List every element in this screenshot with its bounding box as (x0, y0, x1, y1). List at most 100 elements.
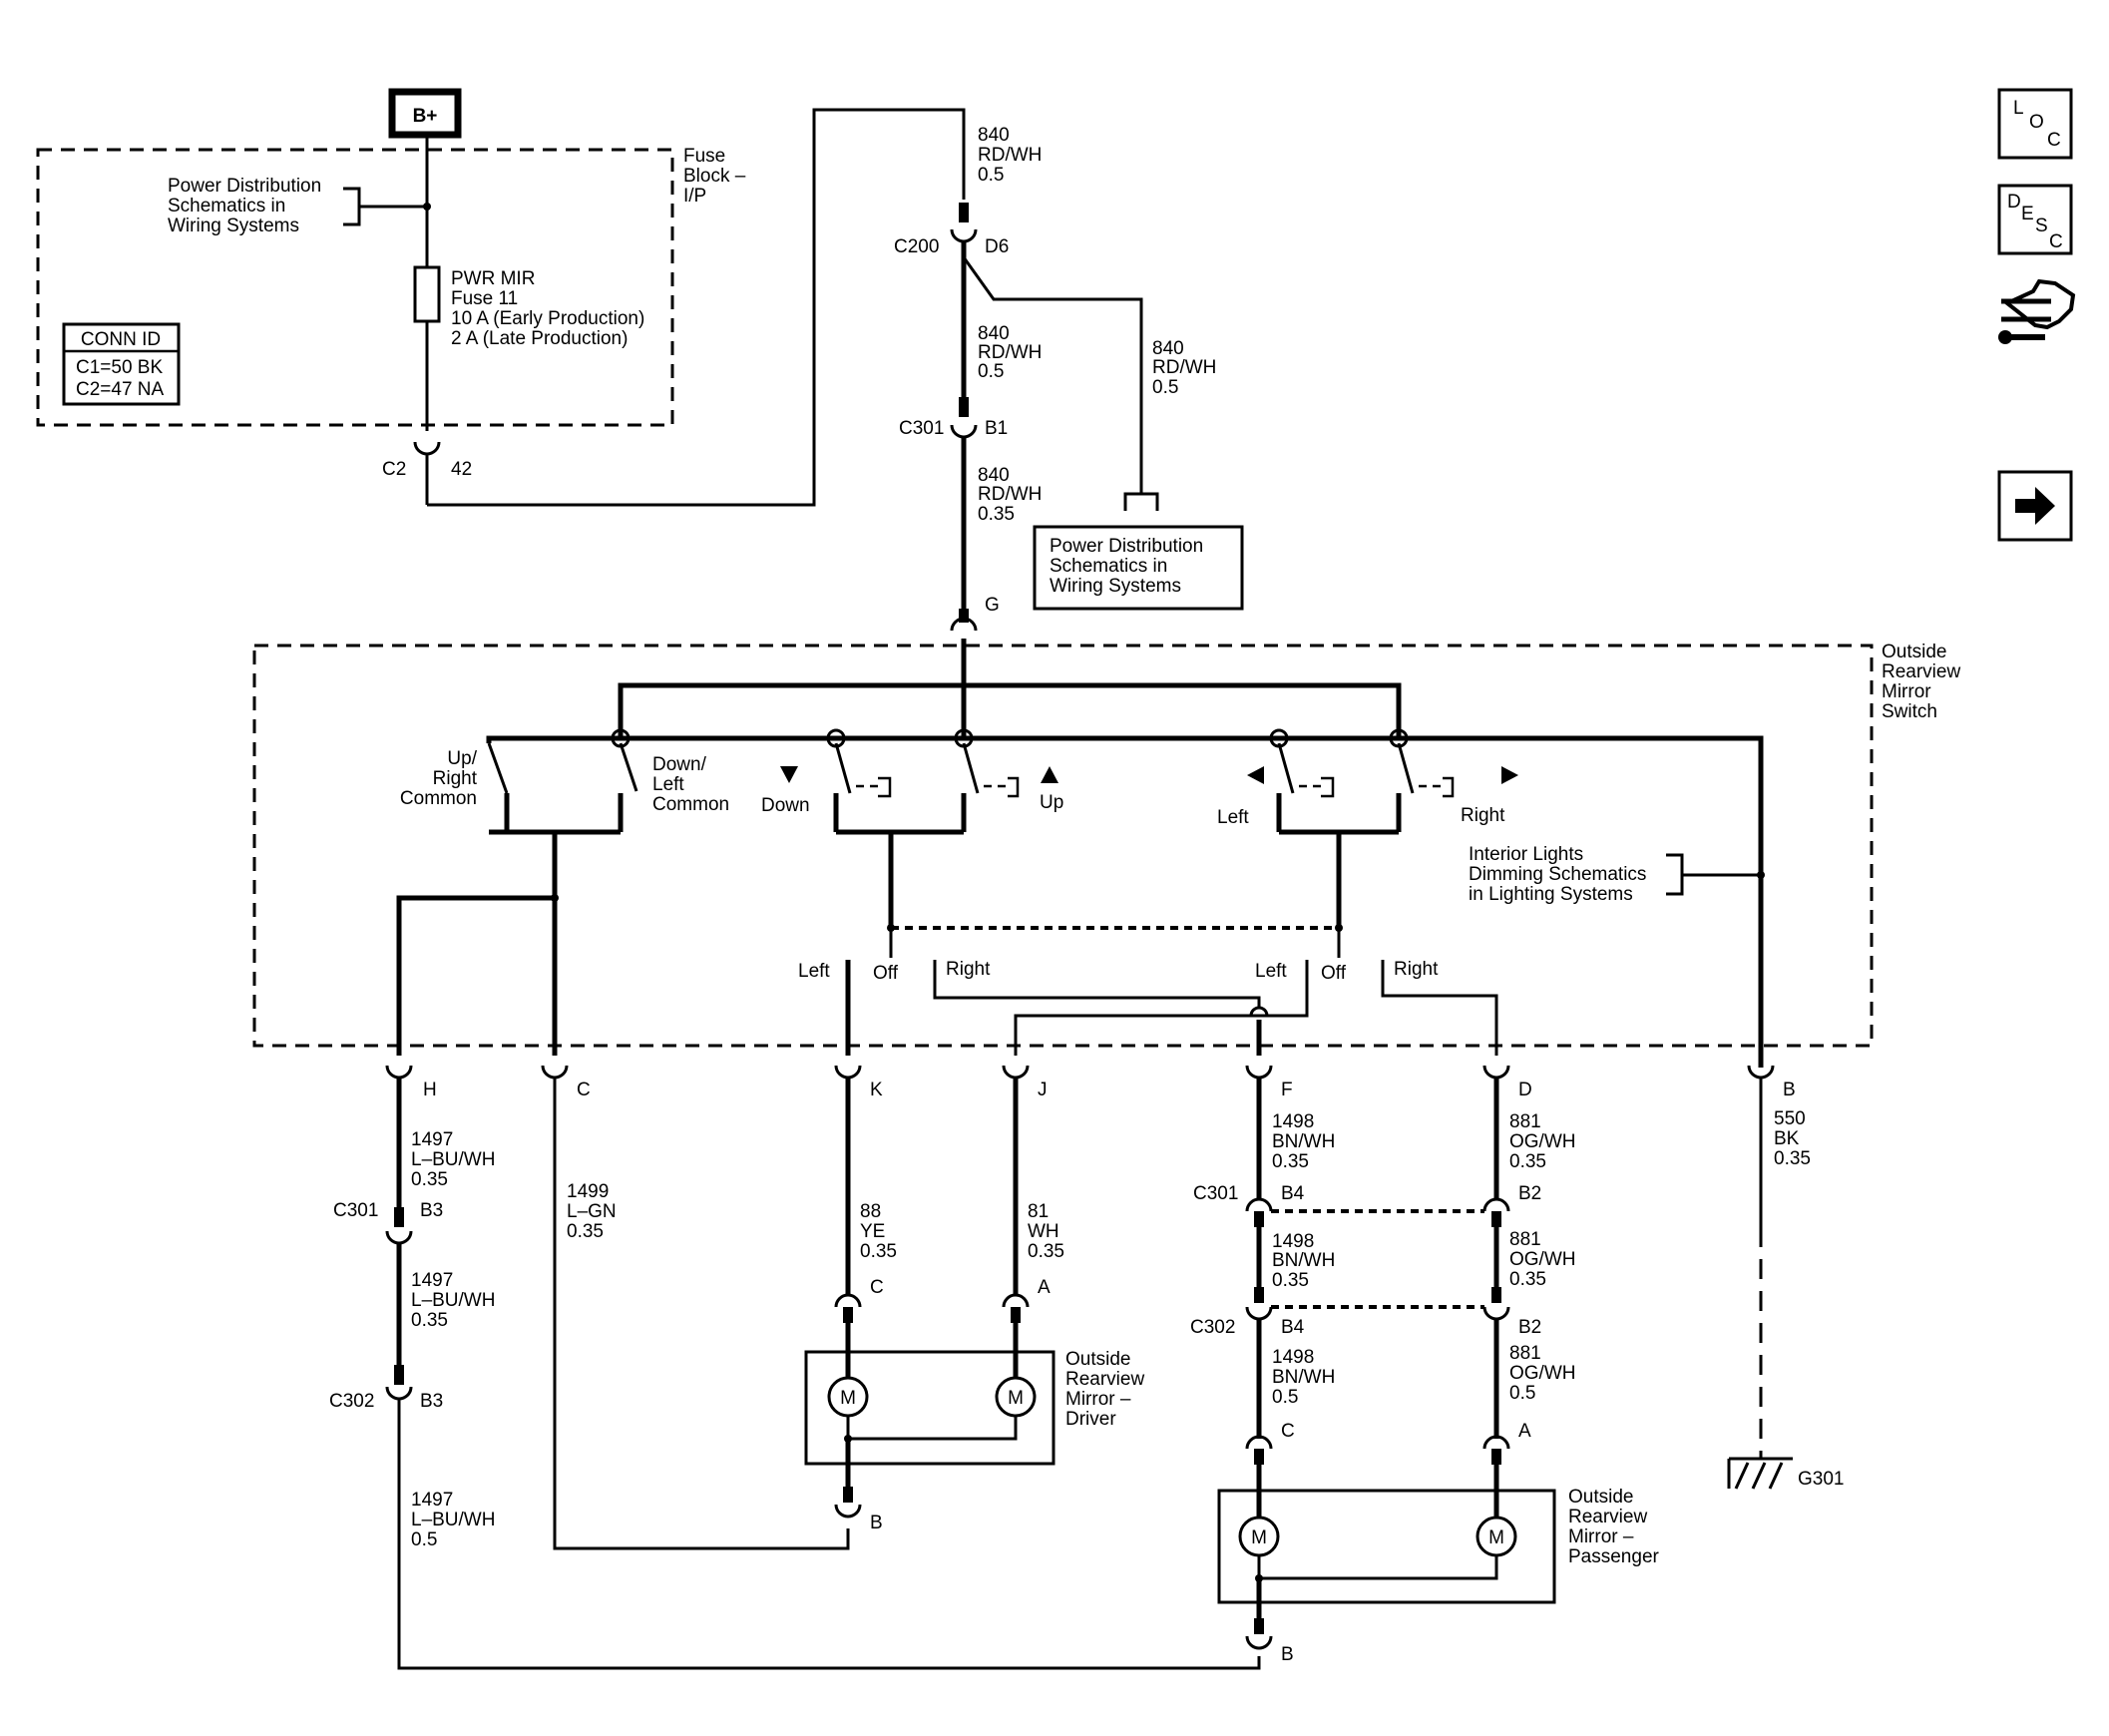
pds-label-3: Wiring Systems (168, 216, 299, 236)
d-c302-pin: B2 (1518, 1317, 1541, 1338)
pin-f: F (1281, 1080, 1293, 1100)
c2-connector-symbol (413, 441, 441, 456)
pds-box-3: Wiring Systems (1050, 576, 1181, 597)
pin-h: H (423, 1080, 437, 1100)
w4-c: 0.35 (978, 504, 1015, 525)
switch-name-1: Outside (1882, 642, 1946, 662)
sel-right-1-wire (933, 960, 1261, 1008)
conn-id-box (62, 322, 181, 406)
passenger-mirror-name-2: Rearview (1568, 1507, 1647, 1527)
f1-b: BN/WH (1272, 1131, 1335, 1152)
w3-a: 840 (1152, 338, 1184, 359)
w2-b: RD/WH (978, 342, 1042, 363)
d1-a: 881 (1509, 1111, 1541, 1132)
driver-pin-c: C (870, 1277, 884, 1298)
svg-text:O: O (2029, 112, 2044, 133)
up-arrow-icon (1041, 766, 1058, 783)
pds-box-2: Schematics in (1050, 556, 1167, 577)
d1-b: OG/WH (1509, 1131, 1576, 1152)
h3-c: 0.5 (411, 1529, 437, 1550)
d2-c: 0.35 (1509, 1269, 1546, 1290)
f2-c: 0.35 (1272, 1270, 1309, 1291)
w2-a: 840 (978, 323, 1010, 344)
conn-id-title: CONN ID (81, 329, 161, 350)
switch-pin-g-symbol (950, 617, 978, 632)
interior-lights-3: in Lighting Systems (1469, 884, 1633, 905)
svg-text:M: M (1008, 1388, 1024, 1409)
pds-box-1: Power Distribution (1050, 536, 1203, 557)
sel-right-2: Right (1394, 959, 1439, 980)
loc-button[interactable]: L O C (1997, 88, 2073, 160)
f-c302-pin: B4 (1281, 1317, 1305, 1338)
passenger-mirror-name-4: Passenger (1568, 1546, 1660, 1567)
c301-feed-pin: B1 (985, 418, 1008, 439)
h-return-wire (397, 1399, 1261, 1670)
h-c302-pin: B3 (420, 1391, 443, 1412)
h2-c: 0.35 (411, 1310, 448, 1331)
passenger-pin-c: C (1281, 1421, 1295, 1442)
h1-a: 1497 (411, 1129, 453, 1150)
sel-left-1: Left (798, 961, 830, 982)
arrow-right-icon[interactable] (1997, 470, 2073, 542)
k1-c: 0.35 (860, 1241, 897, 1262)
up-right-common-2: Right (433, 768, 478, 789)
d-c301-pin: B2 (1518, 1183, 1541, 1204)
fuse-block-name-2: Block – (683, 166, 746, 187)
fuse-label-4: 2 A (Late Production) (451, 328, 628, 349)
left-label: Left (1217, 807, 1249, 828)
fuse-block-name-3: I/P (683, 186, 706, 207)
driver-mirror-name-2: Rearview (1065, 1369, 1144, 1390)
switch-pins (385, 1065, 1775, 1080)
sel-right-1: Right (946, 959, 991, 980)
c2-label: C2 (382, 459, 406, 480)
w1-b: RD/WH (978, 145, 1042, 166)
b1-c: 0.35 (1774, 1148, 1811, 1169)
desc-button[interactable]: D E S C (1997, 184, 2073, 255)
driver-pin-b: B (870, 1513, 883, 1533)
h2-a: 1497 (411, 1270, 453, 1291)
c200-branch (962, 256, 1143, 494)
c301-feed-label: C301 (899, 418, 944, 439)
w1-c: 0.5 (978, 165, 1004, 186)
w2-c: 0.5 (978, 361, 1004, 382)
pin-b: B (1783, 1080, 1796, 1100)
fuse-label-3: 10 A (Early Production) (451, 308, 644, 329)
h-c301: C301 (333, 1200, 378, 1221)
c2-pin: 42 (451, 459, 472, 480)
pin-k: K (870, 1080, 883, 1100)
up-right-common-3: Common (400, 788, 477, 809)
interior-lights-1: Interior Lights (1469, 844, 1583, 865)
sel-off-2: Off (1321, 963, 1347, 984)
pin-d: D (1518, 1080, 1532, 1100)
down-left-common-3: Common (652, 794, 729, 815)
fuse-block-name-1: Fuse (683, 146, 725, 167)
h1-c: 0.35 (411, 1169, 448, 1190)
sel-off-1: Off (873, 963, 899, 984)
switch-name-2: Rearview (1882, 661, 1960, 682)
down-label: Down (761, 795, 810, 816)
passenger-mirror-box[interactable] (1217, 1489, 1556, 1604)
driver-mirror-name-3: Mirror – (1065, 1389, 1131, 1410)
c1-b: L–GN (567, 1201, 617, 1222)
tools-icon[interactable] (1998, 278, 2076, 344)
svg-text:M: M (1488, 1527, 1504, 1548)
switch-outline (252, 644, 1874, 1048)
w4-a: 840 (978, 465, 1010, 486)
pds-box[interactable] (1033, 525, 1244, 611)
d2-a: 881 (1509, 1229, 1541, 1250)
f2-a: 1498 (1272, 1231, 1314, 1252)
switch-bus-lower (486, 735, 1764, 1068)
d3-a: 881 (1509, 1343, 1541, 1364)
w3-c: 0.5 (1152, 377, 1178, 398)
h3-a: 1497 (411, 1490, 453, 1511)
svg-text:D: D (2007, 192, 2021, 213)
f1-a: 1498 (1272, 1111, 1314, 1132)
conn-id-2: C2=47 NA (76, 379, 165, 400)
driver-mirror-box[interactable] (804, 1350, 1055, 1466)
passenger-mirror-name-1: Outside (1568, 1487, 1633, 1508)
sel-left-2: Left (1255, 961, 1287, 982)
h3-b: L–BU/WH (411, 1510, 495, 1530)
svg-text:L: L (2013, 98, 2024, 119)
driver-mirror-name-4: Driver (1065, 1409, 1116, 1430)
